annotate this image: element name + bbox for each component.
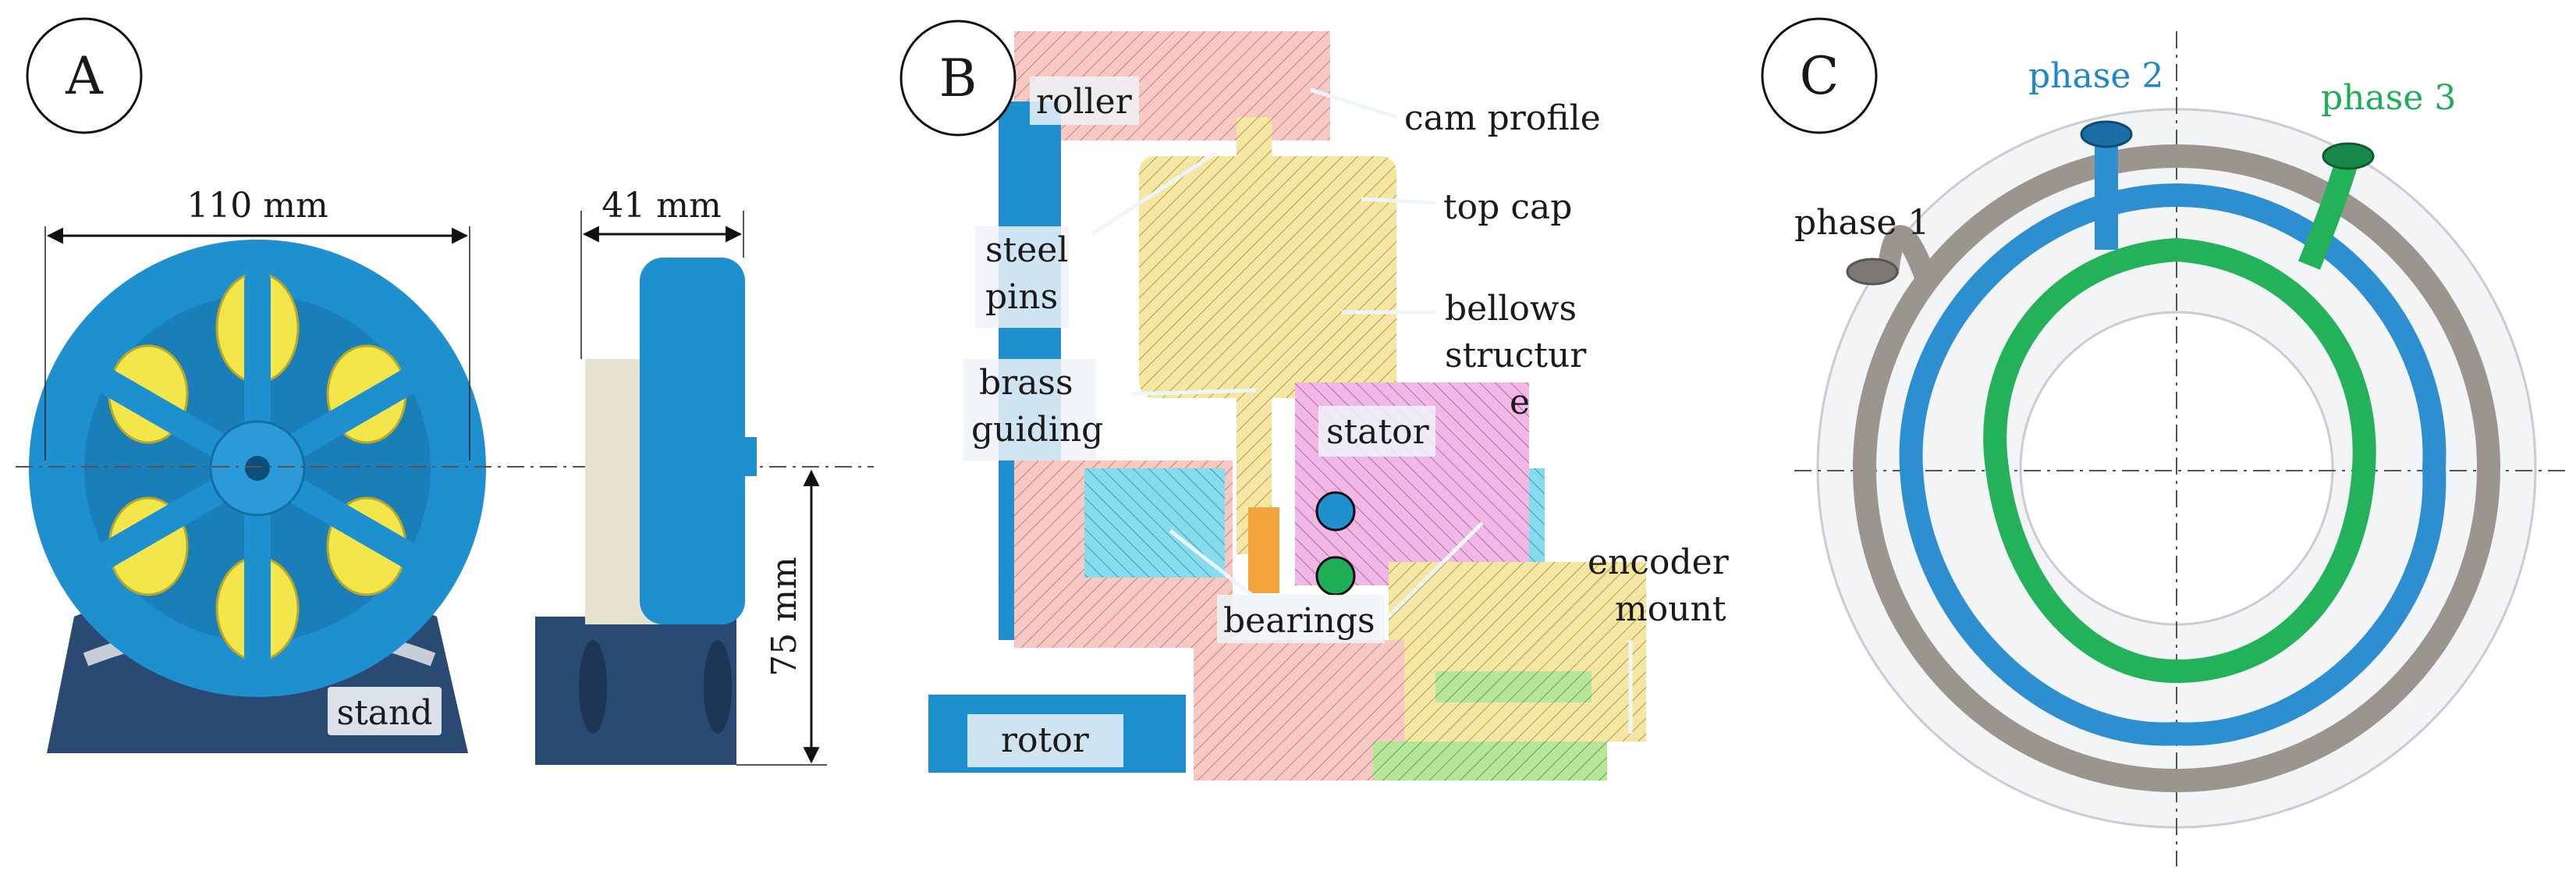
phase1-ring <box>1853 144 2500 792</box>
side-view <box>535 258 757 765</box>
phase1-cup <box>1846 258 1899 286</box>
encoder-mount-label-line2: mount <box>1615 589 1726 629</box>
stand-label: stand <box>337 693 433 733</box>
panel-b-badge <box>899 20 1017 137</box>
stand-label-bg <box>328 687 442 735</box>
side-stand <box>535 617 736 765</box>
phase2-label: phase 2 <box>2028 56 2163 96</box>
side-shaft <box>733 437 757 476</box>
side-stand-hole-right <box>704 640 732 734</box>
brass-guiding-label-line1: brass <box>979 363 1073 403</box>
rotor-label-bg <box>967 714 1123 767</box>
panel-b-leaders <box>1091 87 1633 734</box>
wheel-rim <box>29 240 486 697</box>
panel-a-badge <box>26 17 143 134</box>
dim-depth-label: 41 mm <box>601 186 721 226</box>
housing-bottom-section <box>1194 640 1404 781</box>
pin-section <box>1237 117 1272 554</box>
bearings-label-bg <box>1217 595 1385 643</box>
panel-a: A stand <box>16 17 874 766</box>
panel-c: C phase 1 phase 2 phase 3 <box>1761 17 2567 866</box>
top-cap-label: top cap <box>1443 187 1572 227</box>
steel-pins-label-line2: pins <box>985 277 1058 317</box>
bellows-label-extra: e <box>1510 382 1530 422</box>
brass-pin <box>1248 507 1279 593</box>
bellows-label-line1: bellows <box>1445 289 1577 329</box>
bearings-label: bearings <box>1223 601 1375 641</box>
dim-height-label: 75 mm <box>765 557 804 676</box>
steel-pins-label-bg <box>975 226 1069 328</box>
dim-width-label: 110 mm <box>186 186 328 226</box>
panel-b: B roller cam profile top cap steel pins … <box>899 20 1730 781</box>
stator-label: stator <box>1326 412 1430 452</box>
coil-blue <box>1315 491 1356 532</box>
bearing-left-section <box>1084 468 1225 578</box>
side-wheel <box>640 258 745 624</box>
phase2-cup <box>2080 120 2133 148</box>
panel-a-letter: A <box>65 46 104 106</box>
coil-green <box>1315 556 1356 596</box>
encoder-mount-section <box>1389 562 1646 741</box>
roller-label-bg <box>1030 76 1139 125</box>
phase2-ring <box>1899 183 2446 746</box>
brass-guiding-label-line2: guiding <box>971 410 1103 450</box>
phase1-inlet <box>1877 225 1938 285</box>
phase3-ring <box>1983 237 2376 684</box>
encoder-mount-label-line1: encoder <box>1588 542 1730 582</box>
encoder-disc <box>1373 741 1607 781</box>
brass-guiding-label-bg <box>963 359 1096 461</box>
cam-profile-label: cam profile <box>1404 98 1601 138</box>
bellows-label-line2: structur <box>1445 336 1587 375</box>
phase3-cup <box>2322 142 2375 170</box>
side-stand-hole-left <box>579 640 607 734</box>
phase1-label: phase 1 <box>1794 203 1929 243</box>
encoder-plate <box>1435 671 1591 702</box>
rotor-label: rotor <box>1001 720 1090 760</box>
phase3-label: phase 3 <box>2321 78 2456 118</box>
panel-c-badge <box>1761 17 1878 134</box>
panel-c-letter: C <box>1800 46 1840 106</box>
roller-label: roller <box>1036 82 1133 122</box>
stator-label-bg <box>1318 406 1435 457</box>
steel-pins-label-line1: steel <box>985 230 1068 270</box>
panel-b-letter: B <box>939 48 978 108</box>
wheel-axle <box>245 456 270 481</box>
